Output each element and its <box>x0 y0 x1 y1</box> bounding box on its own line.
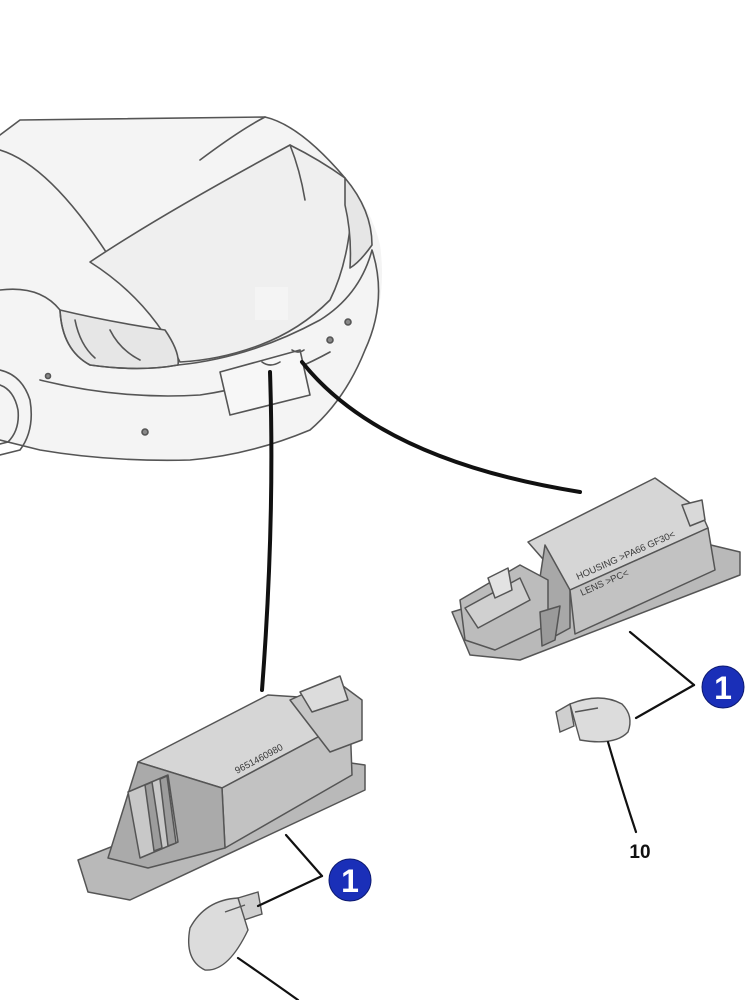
lamp-housing-left <box>77 675 366 901</box>
callout-bulb-left: 1 <box>328 858 372 902</box>
bulb-left <box>187 891 263 971</box>
callout-bulb-right-label: 1 <box>714 670 732 706</box>
callout-bulb-right: 1 <box>701 665 745 709</box>
connector-lines <box>260 360 582 692</box>
reference-number-bulb-right: 10 <box>629 842 650 863</box>
leader-lines <box>236 630 696 1000</box>
redacted-logo-patch <box>255 287 288 320</box>
bulb-right <box>555 697 631 743</box>
lamp-housing-right <box>451 477 741 661</box>
callout-bulb-left-label: 1 <box>341 863 359 899</box>
car-rear-illustration <box>0 116 383 462</box>
